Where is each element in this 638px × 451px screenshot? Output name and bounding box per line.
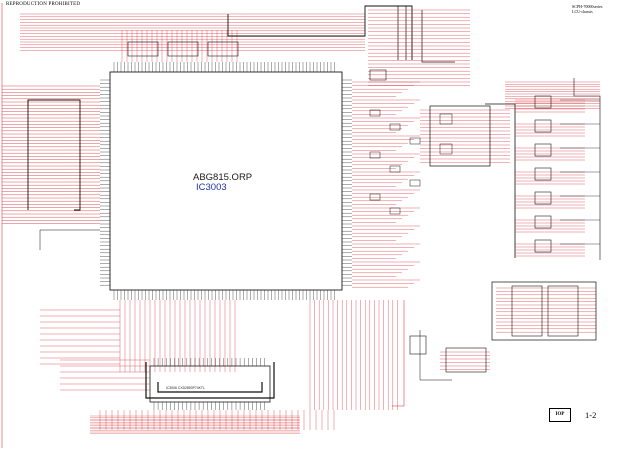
model-line: SCPH-70000series [572,4,603,9]
main-ic-body [109,71,343,291]
transistor-pair [534,119,552,133]
memory-ic-frame [145,362,275,399]
connector-ic [511,285,543,337]
resistor-array [409,179,421,187]
mid-right-ic [439,143,453,155]
chassis-line: LCU-chassis [572,9,593,14]
main-ic-reference: IC3003 [196,182,227,193]
connector-block [491,281,597,341]
left-bus-frame [27,99,81,211]
upper-ic [207,41,239,57]
trace [392,300,405,407]
resistor-array [389,207,401,215]
mid-right-frame [429,105,491,167]
transistor-pair [534,215,552,229]
top-bus-frame [421,10,455,63]
power-block [445,347,487,373]
resistor-array [369,193,381,201]
memory-ic-body [149,365,271,403]
main-ic-part-number: ABG815.ORP [193,172,253,183]
reproduction-notice: REPRODUCTION PROHIBITED [6,2,81,7]
right-edge-frame [573,78,601,260]
resistor-array [369,151,381,159]
component-symbols [109,41,597,403]
transistor-pair [534,95,552,109]
memory-ic-frame [157,382,263,393]
transistor-pair [534,167,552,181]
board-tag: IOP [549,408,571,422]
right-bus-frame [485,103,516,258]
resistor-array [369,109,381,117]
mid-right-ic [439,113,453,125]
resistor-array [409,137,421,145]
resistor-array [389,123,401,131]
top-bus-frame [227,5,413,60]
upper-ic [127,41,159,57]
connector-ic [547,285,579,337]
signal-traces [1,3,601,448]
page-number: 1-2 [585,410,597,420]
transistor-pair [534,191,552,205]
upper-ic [167,41,199,57]
transistor-pair [534,239,552,253]
model-header: SCPH-70000series LCU-chassis [572,4,632,14]
transistor-pair [534,143,552,157]
regulator-ic [409,335,427,355]
resistor-array [389,165,401,173]
small-ic [369,69,387,81]
memory-ic-label: IC3006 CXD2890P74KTL [166,386,205,390]
trace [419,330,452,381]
